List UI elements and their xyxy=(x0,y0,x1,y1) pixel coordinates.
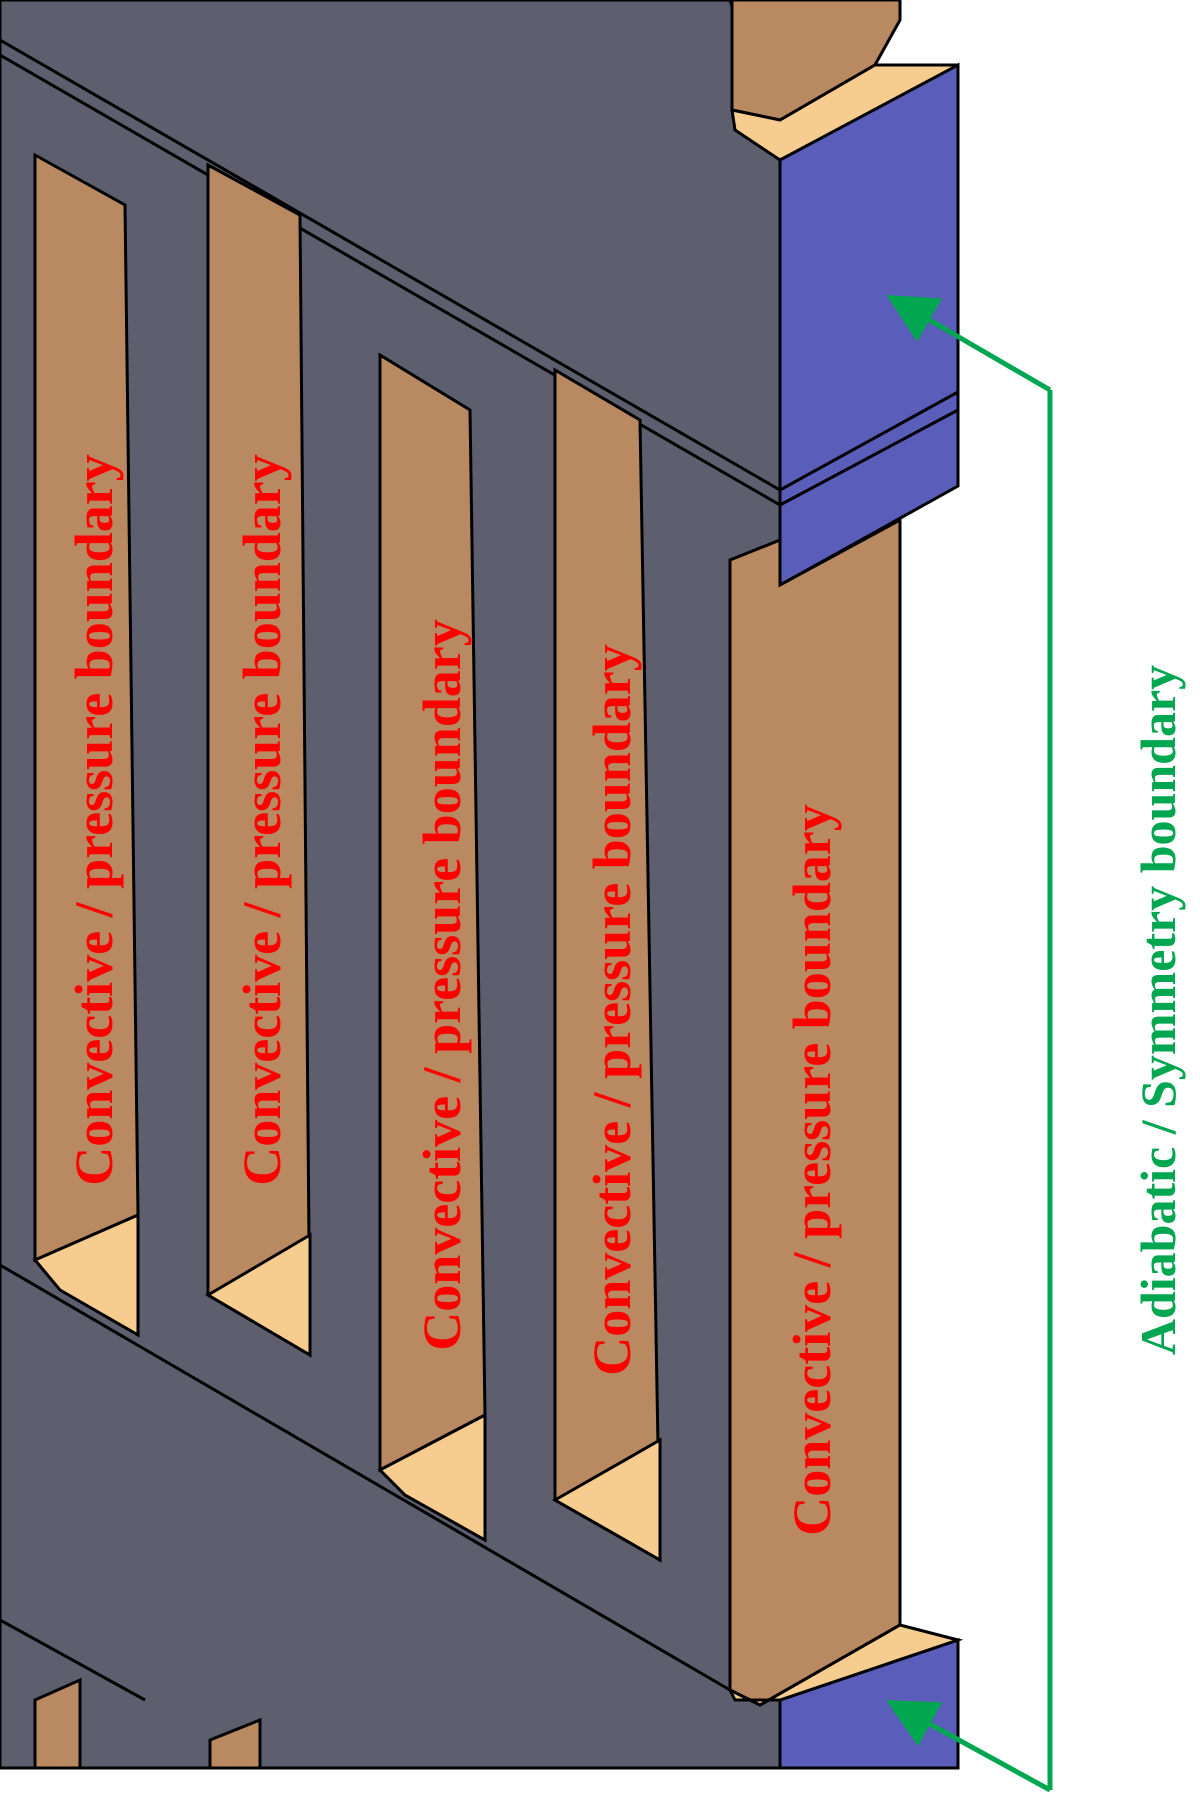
convective-label-4: Convective / pressure boundary xyxy=(582,644,642,1376)
convective-label-3: Convective / pressure boundary xyxy=(412,619,472,1351)
symmetry-face-groove-2 xyxy=(779,408,959,507)
rib-edge-top-2 xyxy=(0,53,781,507)
convective-label-1: Convective / pressure boundary xyxy=(64,454,124,1186)
symmetry-face-upper xyxy=(778,62,960,588)
rib-edge-top xyxy=(0,38,781,492)
adiabatic-arrow-lower xyxy=(886,1700,1052,1793)
adiabatic-label: Adiabatic / Symmetry boundary xyxy=(1130,665,1186,1355)
convective-label-2: Convective / pressure boundary xyxy=(232,454,292,1186)
symmetry-face-groove xyxy=(779,390,959,492)
channel-fillet-4 xyxy=(551,1437,662,1563)
channel-fillet-1 xyxy=(32,1212,140,1338)
channel-slot-bottom-2 xyxy=(208,1717,262,1770)
rib-edge-bottom xyxy=(0,1263,731,1692)
channel-slot-bottom-1 xyxy=(33,1677,82,1770)
convective-label-5: Convective / pressure boundary xyxy=(782,804,842,1536)
rib-edge-bottom-2 xyxy=(0,1618,146,1702)
channel-fillet-3 xyxy=(377,1412,487,1543)
channel-fillet-5 xyxy=(726,1623,964,1707)
channel-fillet-2 xyxy=(205,1232,312,1358)
adiabatic-arrow-upper xyxy=(886,294,1052,393)
